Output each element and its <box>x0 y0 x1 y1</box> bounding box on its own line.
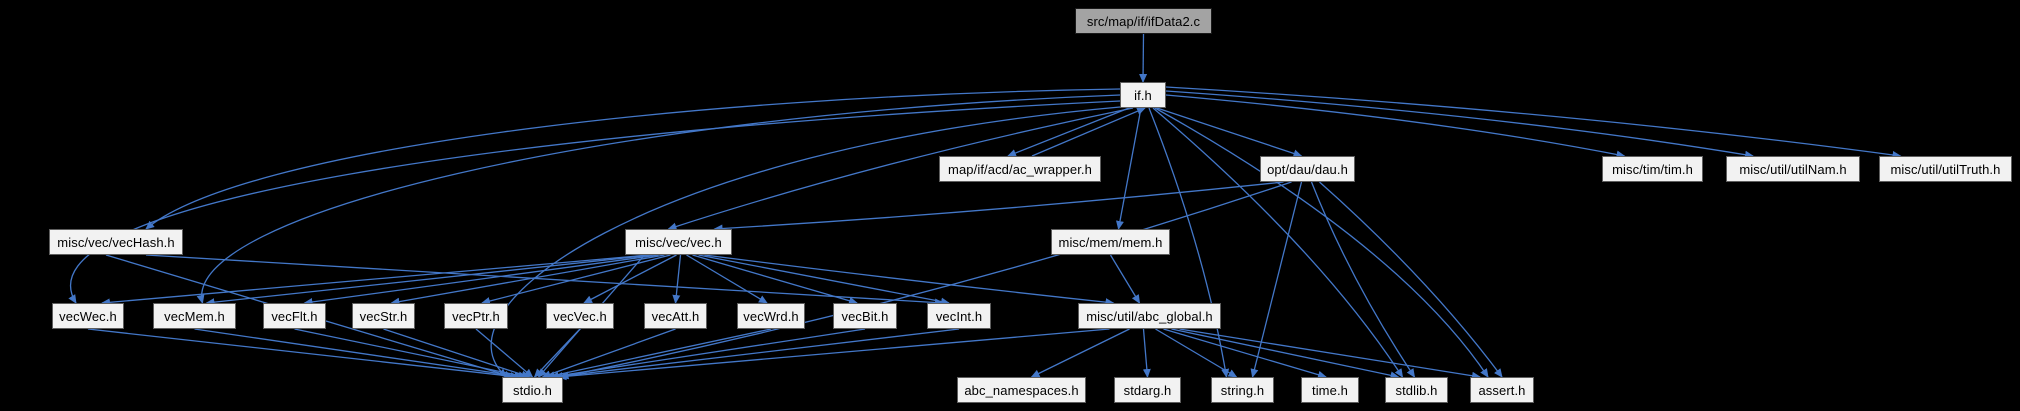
graph-node-stdio[interactable]: stdio.h <box>502 377 563 403</box>
graph-node-vecatt[interactable]: vecAtt.h <box>644 303 707 329</box>
graph-node-vecstr[interactable]: vecStr.h <box>352 303 415 329</box>
graph-node-ifdata2c: src/map/if/ifData2.c <box>1075 8 1212 34</box>
edge-vech-vecptr <box>481 254 671 305</box>
edge-vech-vecwrd <box>686 254 768 304</box>
edge-dau-stdio <box>559 181 1292 380</box>
edge-vecwec-stdio <box>87 328 520 381</box>
graph-node-stringh[interactable]: string.h <box>1211 377 1274 403</box>
edge-vech-vecstr <box>390 254 665 306</box>
edge-ifh-vech <box>667 107 1134 231</box>
edge-ifh-stringh <box>1148 107 1230 378</box>
graph-node-asserth[interactable]: assert.h <box>1470 377 1534 403</box>
graph-node-vech[interactable]: misc/vec/vec.h <box>625 229 732 255</box>
edge-dau-vech <box>713 181 1284 233</box>
edge-ifh-utiltruth <box>1165 86 1902 159</box>
graph-node-vecmem[interactable]: vecMem.h <box>153 303 236 329</box>
graph-node-vecptr[interactable]: vecPtr.h <box>444 303 508 329</box>
edge-vech-vecwec <box>101 254 649 307</box>
edge-abcglobal-stdarg <box>1142 328 1151 378</box>
edge-ifh-vecwec <box>68 100 1121 304</box>
graph-node-stdlib[interactable]: stdlib.h <box>1385 377 1448 403</box>
edge-vech-abcglobal <box>704 254 1115 307</box>
edge-vech-vecint <box>698 254 950 306</box>
edge-vecvec-stdio <box>533 328 581 378</box>
edge-ifh-vechash <box>145 88 1121 230</box>
edge-ifh-tim <box>1165 94 1626 159</box>
graph-node-ifh[interactable]: if.h <box>1120 82 1166 108</box>
graph-node-memh[interactable]: misc/mem/mem.h <box>1051 229 1170 255</box>
edge-abcglobal-timeh <box>1163 328 1327 379</box>
graph-node-utiltruth[interactable]: misc/util/utilTruth.h <box>1879 156 2012 182</box>
edge-dau-stringh <box>1250 181 1303 378</box>
edge-ifh-utilnam <box>1165 90 1754 159</box>
edge-vech-vecmem <box>205 254 653 307</box>
graph-node-acwrapper[interactable]: map/if/acd/ac_wrapper.h <box>939 156 1101 182</box>
edge-vech-vecvec <box>583 254 677 304</box>
edge-vecatt-stdio <box>541 328 676 379</box>
edge-vecwrd-stdio <box>545 328 772 380</box>
edge-vecint-stdio <box>553 328 960 381</box>
graph-node-abcns[interactable]: abc_namespaces.h <box>957 377 1086 403</box>
edge-ifh-asserth <box>1154 107 1489 378</box>
edge-ifdata2c-ifh <box>1139 33 1148 83</box>
edge-abcglobal-abcns <box>1030 328 1130 378</box>
graph-node-abcglobal[interactable]: misc/util/abc_global.h <box>1078 303 1221 329</box>
edge-abcglobal-stdio <box>557 328 1110 381</box>
edge-vecflt-stdio <box>294 328 528 380</box>
graph-node-stdarg[interactable]: stdarg.h <box>1114 377 1181 403</box>
edge-vech-vecbit <box>692 254 858 305</box>
edge-ifh-vecmem <box>196 94 1121 304</box>
graph-node-vecwec[interactable]: vecWec.h <box>52 303 124 329</box>
graph-node-vecflt[interactable]: vecFlt.h <box>263 303 326 329</box>
graph-node-vecwrd[interactable]: vecWrd.h <box>737 303 805 329</box>
edge-acwrapper-ifh <box>1031 107 1146 157</box>
edge-dau-stdlib <box>1310 181 1416 378</box>
graph-node-dau[interactable]: opt/dau/dau.h <box>1260 156 1355 182</box>
graph-node-vecvec[interactable]: vecVec.h <box>546 303 614 329</box>
graph-node-vecint[interactable]: vecInt.h <box>927 303 991 329</box>
graph-node-timeh[interactable]: time.h <box>1301 377 1359 403</box>
edge-dau-asserth <box>1319 181 1503 378</box>
edge-vecstr-stdio <box>383 328 531 379</box>
edge-ifh-dau <box>1156 107 1303 158</box>
edge-abcglobal-stdlib <box>1171 328 1400 380</box>
edge-vech-vecflt <box>303 254 659 306</box>
edge-vech-vecatt <box>672 254 682 304</box>
graph-node-vecbit[interactable]: vecBit.h <box>833 303 897 329</box>
graph-node-tim[interactable]: misc/tim/tim.h <box>1602 156 1703 182</box>
edge-abcglobal-stringh <box>1155 328 1238 378</box>
edge-vecptr-stdio <box>475 328 534 378</box>
graph-node-vechash[interactable]: misc/vec/vecHash.h <box>49 229 183 255</box>
edge-vecbit-stdio <box>549 328 866 380</box>
edge-memh-abcglobal <box>1109 254 1141 304</box>
graph-node-utilnam[interactable]: misc/util/utilNam.h <box>1726 156 1860 182</box>
edge-ifh-memh <box>1116 107 1142 230</box>
edge-vecmem-stdio <box>194 328 524 380</box>
edge-ifh-acwrapper <box>1007 107 1130 157</box>
edge-vechash-vecint <box>145 254 944 307</box>
edge-ifh-stdlib <box>1152 107 1404 378</box>
edge-abcglobal-asserth <box>1179 328 1481 380</box>
